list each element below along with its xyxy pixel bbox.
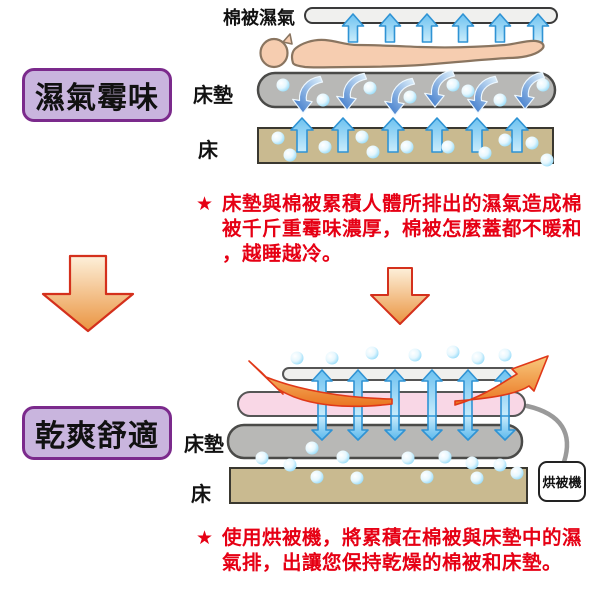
moisture-bubble-icon <box>363 81 377 95</box>
moisture-bubble-icon <box>510 466 524 480</box>
diagram-after <box>226 345 570 504</box>
quilt-moisture-arrows <box>341 13 550 43</box>
bed-label-after: 床 <box>191 484 211 506</box>
moisture-bubble-icon <box>446 78 460 92</box>
airflow-out-arrow-right-icon <box>454 355 549 406</box>
mattress-label-after: 床墊 <box>184 434 224 456</box>
moisture-bubble-icon <box>438 450 452 464</box>
moisture-bubble-icon <box>493 93 507 107</box>
note-before-line1: 床墊與棉被累積人體所排出的濕氣造成棉 <box>222 193 583 215</box>
moisture-bubble-icon <box>446 345 460 359</box>
moisture-bubble-icon <box>471 351 485 365</box>
moisture-bubble-icon <box>283 458 297 472</box>
moisture-up-arrow-icon <box>505 117 529 153</box>
mattress-sink-arrows <box>292 69 546 116</box>
mattress-bar <box>226 423 524 460</box>
note-before-line3: ，越睡越冷。 <box>222 243 343 265</box>
moisture-hook-down-arrow-icon <box>384 77 416 116</box>
moisture-up-arrow-icon <box>451 13 475 43</box>
moisture-bubble-icon <box>478 146 492 160</box>
moisture-hook-down-arrow-icon <box>424 69 456 108</box>
moisture-up-arrow-icon <box>415 13 439 43</box>
moisture-bubble-icon <box>498 348 512 362</box>
note-before-line2: 被千斤重霉味濃厚，棉被怎麼蓋都不暖和 <box>222 218 583 240</box>
star-icon: ★ <box>196 194 214 215</box>
moisture-bubble-icon <box>403 90 417 104</box>
moisture-up-arrow-icon <box>341 13 365 43</box>
badge-damp-moldy: 濕氣霉味 <box>22 68 172 122</box>
transition-down-arrow-right-icon <box>370 267 430 325</box>
diagram-before <box>256 7 558 167</box>
moisture-bubble-icon <box>318 140 332 154</box>
moisture-bubble-icon <box>408 348 422 362</box>
moisture-up-arrow-icon <box>488 13 512 43</box>
moisture-bubble-icon <box>441 140 455 154</box>
moisture-hook-down-arrow-icon <box>467 75 499 114</box>
drying-down-arrow-icon <box>347 415 369 441</box>
moisture-bubble-icon <box>400 140 414 154</box>
moisture-hook-down-arrow-icon <box>292 75 324 114</box>
bed-bar <box>229 467 528 504</box>
moisture-up-arrow-icon <box>465 117 489 153</box>
moisture-bubbles-after <box>255 345 524 485</box>
moisture-up-arrow-icon <box>381 117 405 153</box>
moisture-bubble-icon <box>310 470 324 484</box>
drying-down-arrow-icon <box>457 415 479 441</box>
drying-down-arrow-icon <box>384 415 406 441</box>
mattress-label-before: 床墊 <box>193 85 233 107</box>
moisture-bubble-icon <box>271 131 285 145</box>
person-nose <box>282 33 293 45</box>
moisture-bubble-icon <box>305 441 319 455</box>
dryer-machine-label: 烘被機 <box>542 475 582 490</box>
moisture-bubble-icon <box>255 451 269 465</box>
drying-down-arrow-icon <box>494 415 516 441</box>
person-head <box>259 37 289 69</box>
badge-dry-comfortable: 乾爽舒適 <box>22 406 172 460</box>
moisture-bubble-icon <box>536 78 550 92</box>
bed-label-before: 床 <box>198 140 218 162</box>
moisture-up-arrow-icon <box>425 117 449 153</box>
moisture-bubble-icon <box>276 78 290 92</box>
moisture-bubble-icon <box>366 145 380 159</box>
moisture-bubble-icon <box>465 456 479 470</box>
moisture-bubble-icon <box>401 451 415 465</box>
quilt-moisture-label: 棉被濕氣 <box>223 8 295 28</box>
transition-down-arrow-left-icon <box>41 254 135 333</box>
moisture-bubble-icon <box>365 346 379 360</box>
drying-air-arrows <box>311 369 516 441</box>
moisture-bubble-icon <box>420 470 434 484</box>
moisture-bubble-icon <box>290 351 304 365</box>
bed-moisture-arrows <box>290 117 529 153</box>
dryer-machine-box: 烘被機 <box>538 461 586 502</box>
moisture-bubble-icon <box>336 450 350 464</box>
moisture-bubble-icon <box>470 471 484 485</box>
moisture-hook-down-arrow-icon <box>514 71 546 110</box>
moisture-bubble-icon <box>525 136 539 150</box>
moisture-bubble-icon <box>461 84 475 98</box>
moisture-up-arrow-icon <box>331 117 355 153</box>
person-figure <box>259 33 545 69</box>
moisture-bubble-icon <box>316 93 330 107</box>
drying-down-arrow-icon <box>311 415 333 441</box>
moisture-bubble-icon <box>355 130 369 144</box>
note-after-line1: 使用烘被機，將累積在棉被與床墊中的濕 <box>222 527 583 549</box>
moisture-bubble-icon <box>498 133 512 147</box>
moisture-up-arrow-icon <box>378 13 402 43</box>
moisture-bubble-icon <box>540 153 554 167</box>
moisture-bubbles-before <box>271 78 554 167</box>
airflow-out-arrow-left-icon <box>248 360 393 408</box>
note-after-line2: 氣排，出讓您保持乾燥的棉被和床墊。 <box>222 552 563 574</box>
moisture-up-arrow-icon <box>290 117 314 153</box>
person-body <box>290 38 545 69</box>
moisture-bubble-icon <box>283 148 297 162</box>
drying-down-arrow-icon <box>421 415 443 441</box>
dryer-cord <box>524 403 570 465</box>
moisture-bubble-icon <box>350 471 364 485</box>
moisture-hook-down-arrow-icon <box>336 72 368 111</box>
moisture-bubble-icon <box>325 351 339 365</box>
star-icon: ★ <box>196 528 214 549</box>
moisture-bubble-icon <box>493 458 507 472</box>
